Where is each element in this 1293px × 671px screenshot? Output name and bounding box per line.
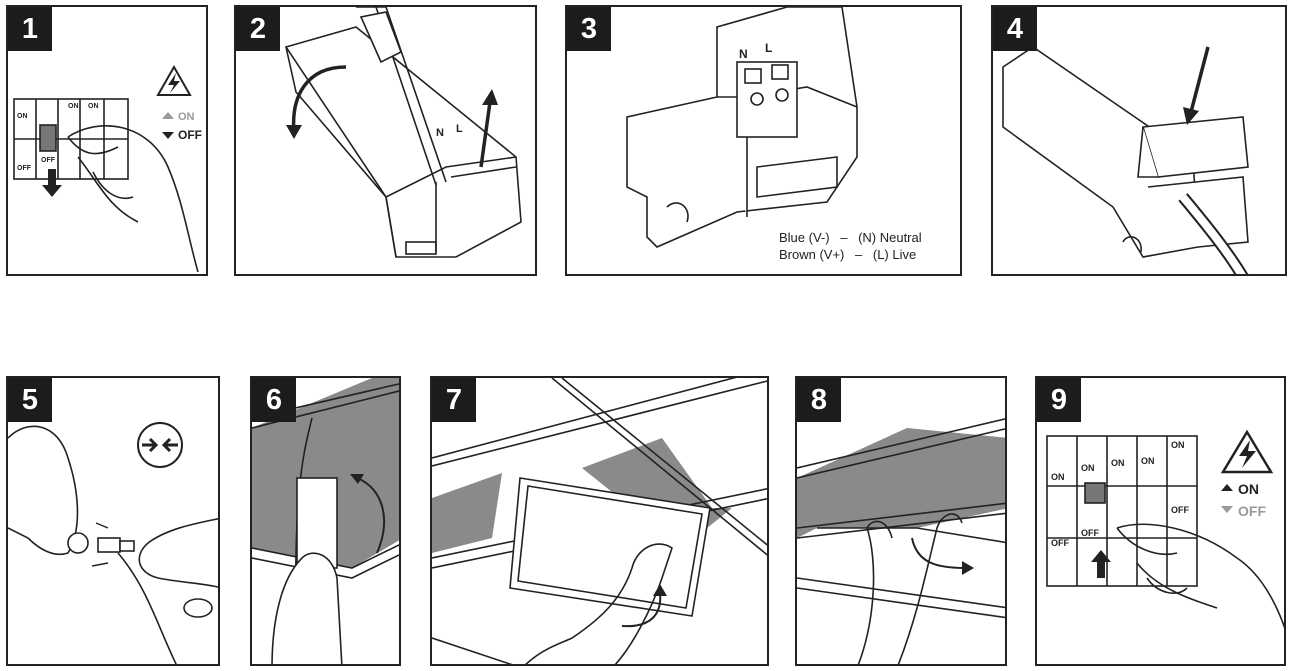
breaker-off-label: OFF [1051, 538, 1069, 548]
step-1-panel: 1 ON OFF ON ON ON OFF OFF [6, 5, 208, 276]
step-number-badge: 9 [1037, 378, 1081, 422]
step-number-badge: 2 [236, 7, 280, 51]
step-5-panel: 5 [6, 376, 220, 666]
breaker-on-label: ON [1111, 458, 1125, 468]
step-7-panel: 7 [430, 376, 769, 666]
terminal-n-label: N [739, 47, 748, 61]
step-8-panel: 8 [795, 376, 1007, 666]
step-3-panel: 3 N L Blue (V-) – (N) Neutral Brown (V+)… [565, 5, 962, 276]
step-number-badge: 3 [567, 7, 611, 51]
neutral-target-label: (N) Neutral [858, 230, 922, 245]
switch-off-label: OFF [178, 128, 202, 142]
step-number-badge: 5 [8, 378, 52, 422]
step-2-panel: 2 N L [234, 5, 537, 276]
breaker-on-label: ON [17, 113, 28, 120]
breaker-on-label: ON [68, 103, 79, 110]
switch-off-label: OFF [1238, 503, 1266, 519]
switch-on-label: ON [178, 111, 195, 123]
breaker-on-label: ON [1081, 463, 1095, 473]
driver-cover-open-illustration [284, 7, 522, 258]
terminal-block-illustration [626, 7, 858, 248]
brown-wire-label: Brown (V+) [779, 247, 845, 262]
live-target-label: (L) Live [872, 247, 917, 262]
dash: – [840, 230, 848, 245]
breaker-on-illustration [1046, 429, 1284, 629]
wiring-legend: Blue (V-) – (N) Neutral Brown (V+) – (L)… [779, 229, 922, 263]
brown-wire-row: Brown (V+) – (L) Live [779, 246, 922, 263]
breaker-off-label: OFF [1171, 505, 1189, 515]
step-6-panel: 6 [250, 376, 401, 666]
step-number-badge: 8 [797, 378, 841, 422]
blue-wire-label: Blue (V-) [779, 230, 830, 245]
breaker-on-label: ON [88, 103, 99, 110]
breaker-on-label: ON [1171, 440, 1185, 450]
step-number-badge: 6 [252, 378, 296, 422]
step-number-badge: 7 [432, 378, 476, 422]
blue-wire-row: Blue (V-) – (N) Neutral [779, 229, 922, 246]
breaker-off-label: OFF [1081, 528, 1099, 538]
switch-on-label: ON [1238, 481, 1259, 497]
breaker-off-label: OFF [17, 165, 31, 172]
breaker-on-label: ON [1141, 456, 1155, 466]
dash: – [855, 247, 863, 262]
breaker-on-label: ON [1051, 472, 1065, 482]
place-panel-illustration [432, 378, 767, 664]
step-4-panel: 4 [991, 5, 1287, 276]
insert-driver-ceiling-illustration [252, 378, 399, 664]
breaker-off-illustration [13, 64, 199, 273]
terminal-l-label: L [456, 123, 463, 135]
connect-plug-illustration [8, 422, 218, 664]
terminal-n-label: N [436, 127, 444, 139]
terminal-l-label: L [765, 41, 773, 55]
step-9-panel: 9 ON OFF ON ON ON ON ON OFF OFF OFF [1035, 376, 1286, 666]
step-number-badge: 4 [993, 7, 1037, 51]
driver-cover-close-illustration [1002, 46, 1249, 274]
step-number-badge: 1 [8, 7, 52, 51]
lift-panel-into-grid-illustration [797, 418, 1005, 664]
breaker-off-label: OFF [41, 157, 55, 164]
